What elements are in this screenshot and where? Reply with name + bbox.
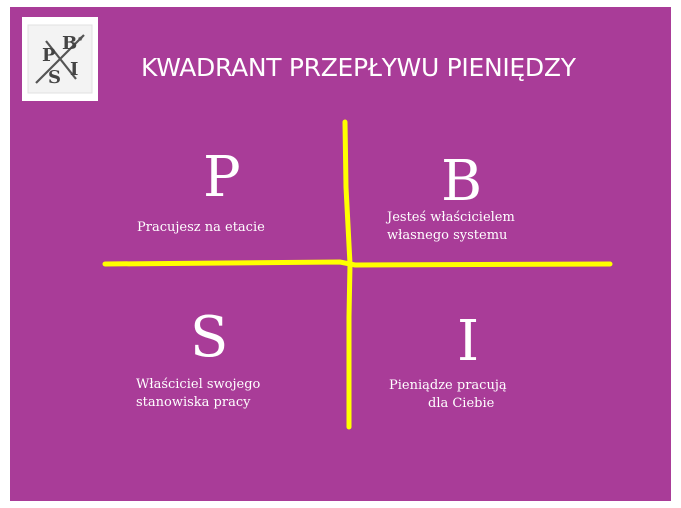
vertical-divider	[342, 119, 353, 430]
slide-title: KWADRANT PRZEPŁYWU PIENIĘDZY	[141, 53, 576, 82]
quadrant-s-line-1: Właściciel swojego	[136, 377, 261, 392]
quadrant-i-letter: I	[457, 309, 480, 374]
quadrant-b-line-2: własnego systemu	[387, 228, 508, 243]
horizontal-divider	[102, 259, 613, 268]
logo-letter-b: B	[62, 33, 77, 54]
quadrant-b-line-1: Jesteś właścicielem	[387, 210, 515, 225]
quadrant-p-line-1: Pracujesz na etacie	[137, 220, 265, 235]
quadrant-p-letter: P	[203, 145, 241, 210]
quadrant-s-description: Właściciel swojego stanowiska pracy	[136, 376, 260, 412]
quadrant-s-letter: S	[190, 305, 229, 370]
quadrant-dividers	[102, 119, 613, 430]
quadrant-i-line-1: Pieniądze pracują	[389, 378, 507, 393]
logo-letter-i: I	[70, 59, 78, 80]
quadrant-s-line-2: stanowiska pracy	[136, 395, 251, 410]
slide: P B S I KWADRANT PRZEPŁYWU PIENIĘDZY P P…	[10, 7, 671, 501]
logo-letter-p: P	[42, 45, 56, 66]
quadrant-i-line-2: dla Ciebie	[428, 396, 495, 411]
compass-cross-icon: P B S I	[27, 24, 93, 94]
quadrant-b-description: Jesteś właścicielem własnego systemu	[387, 209, 515, 245]
logo-letter-s: S	[48, 67, 61, 88]
quadrant-p-description: Pracujesz na etacie	[137, 219, 265, 237]
pbsi-logo: P B S I	[22, 17, 98, 101]
quadrant-i-description: Pieniądze pracują dla Ciebie	[389, 377, 507, 413]
quadrant-b-letter: B	[441, 149, 483, 214]
